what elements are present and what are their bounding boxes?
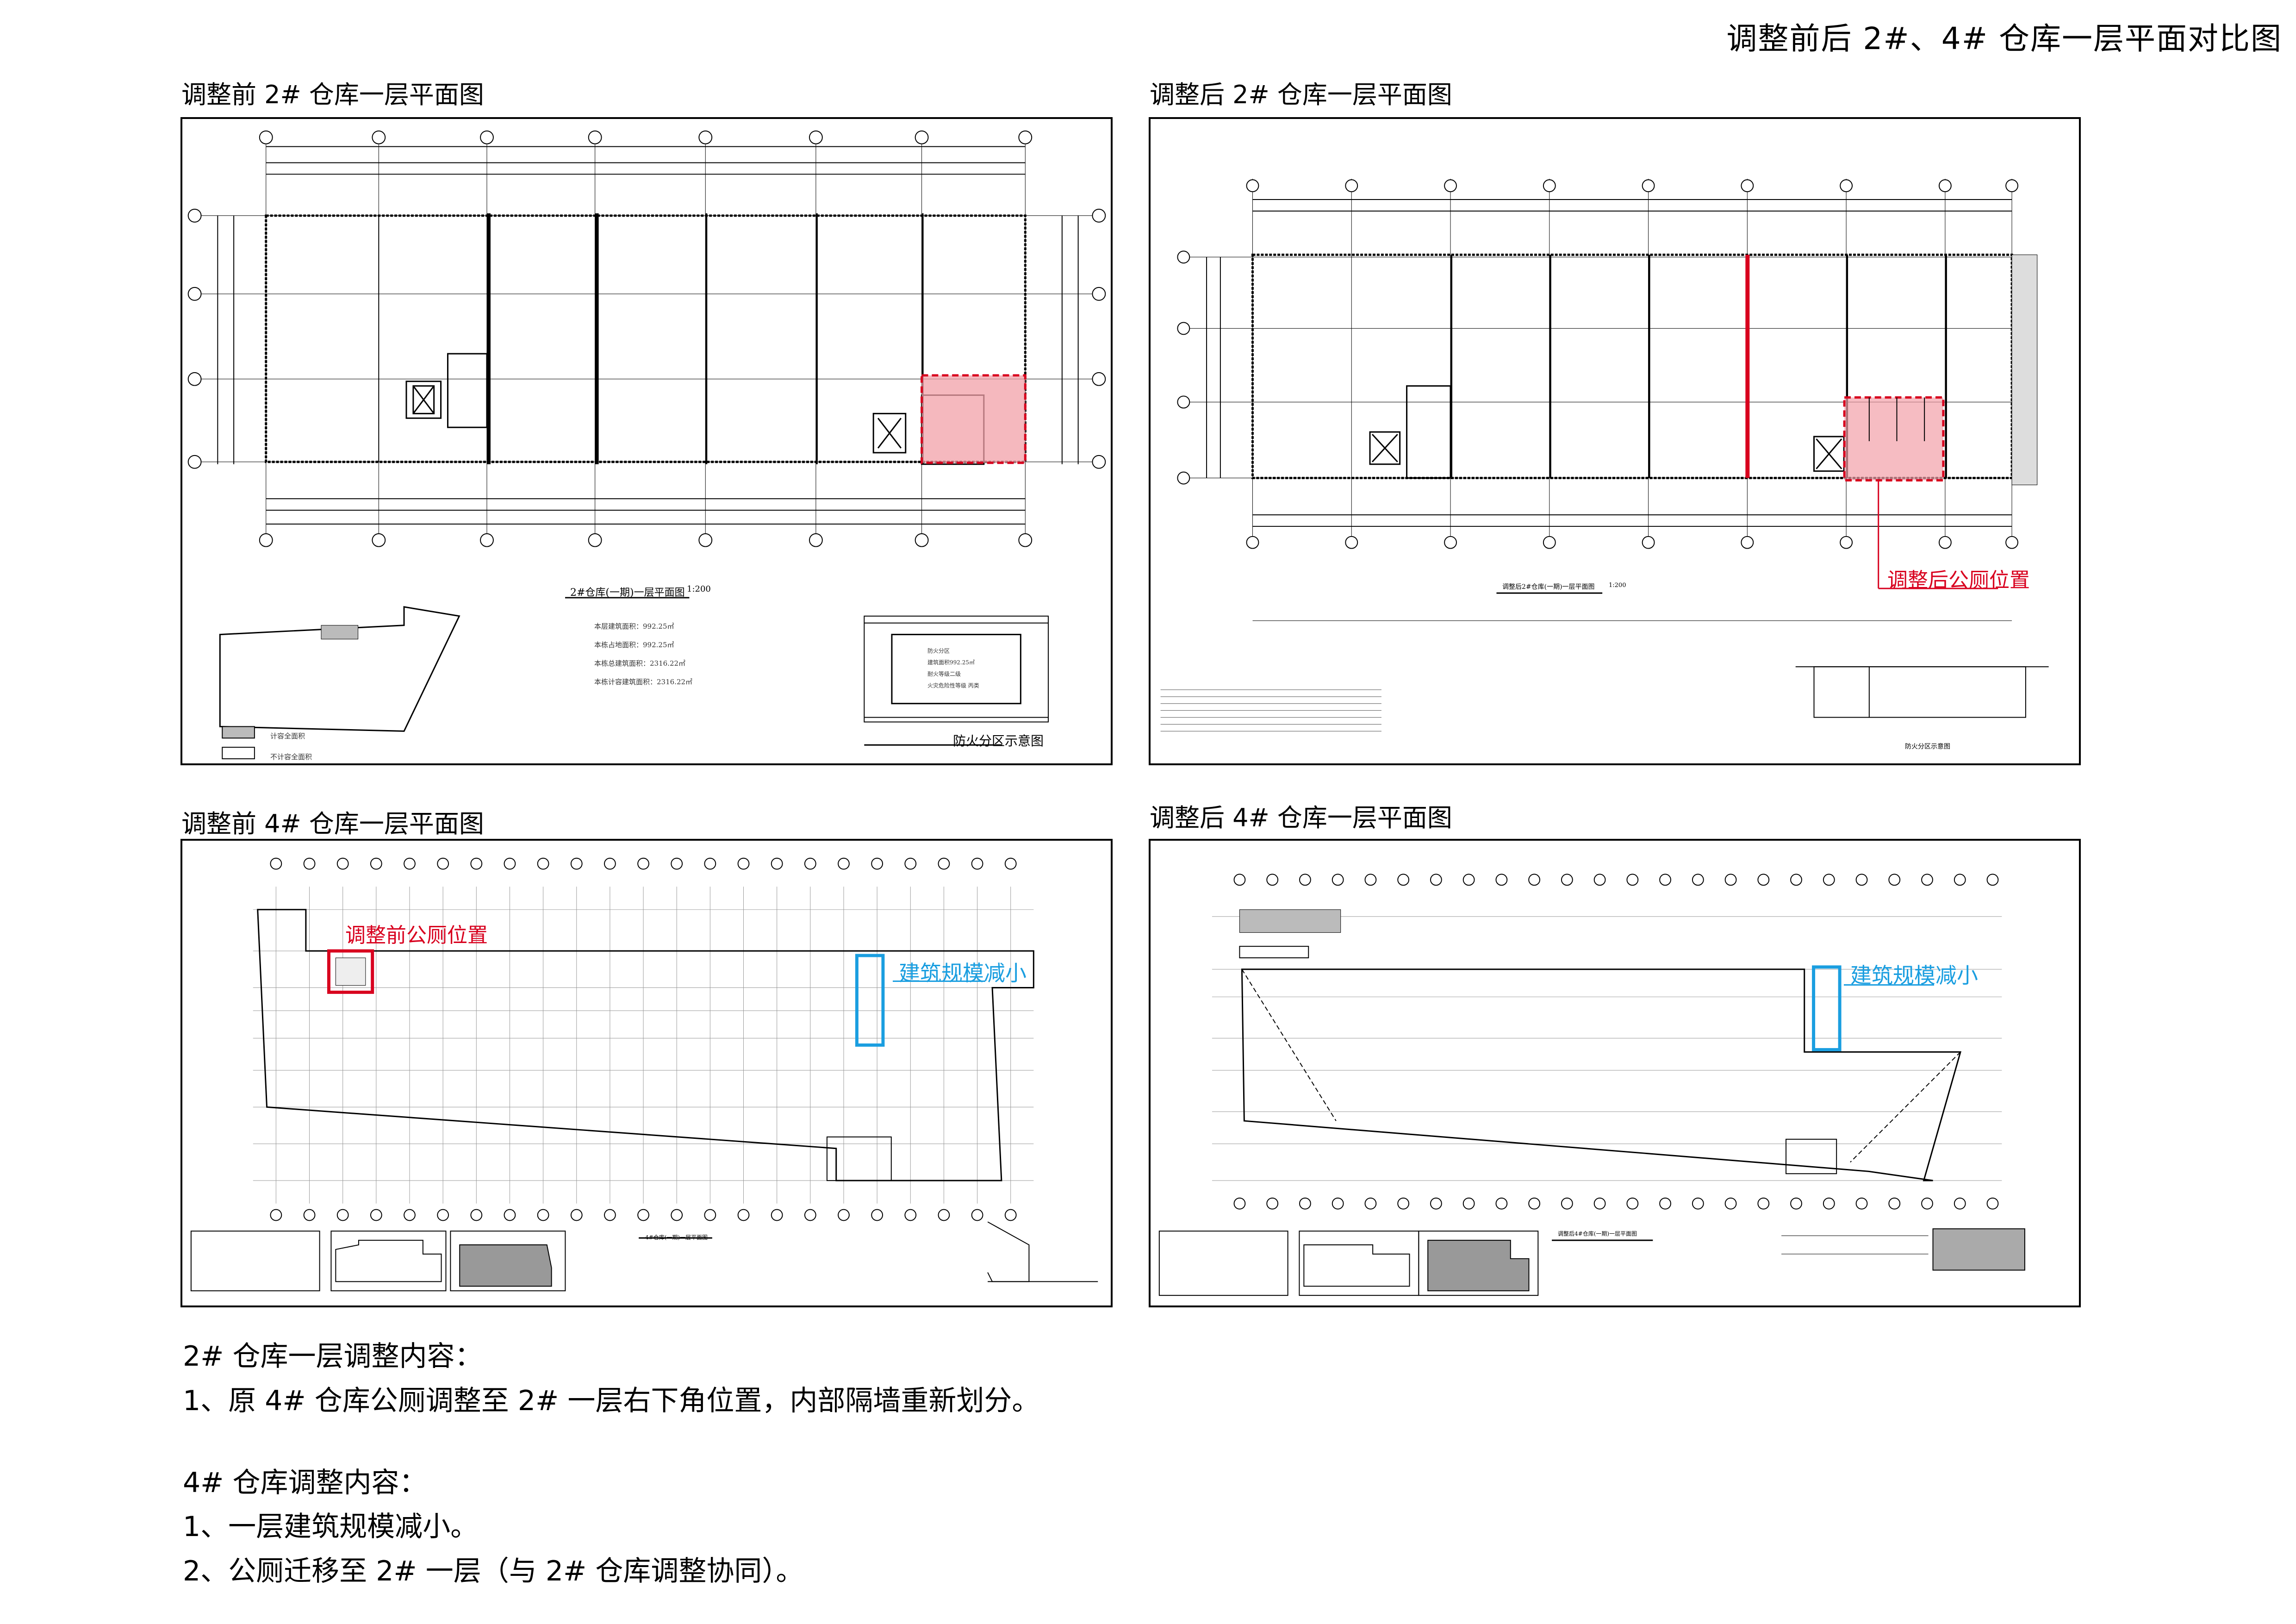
caption-after-2: 调整后 2# 仓库一层平面图 xyxy=(1150,80,1452,109)
area-line: 本层建筑面积：992.25㎡ xyxy=(594,622,674,631)
plan-after-2-drawing xyxy=(1160,179,2049,731)
annotation-scale-reduced: 建筑规模减小 xyxy=(899,961,1027,986)
fire-zone-line: 火灾危险性等级 丙类 xyxy=(927,682,979,689)
fire-zone-title: 防火分区示意图 xyxy=(953,733,1044,749)
plan-before-4-frame: 4#仓库(一期)一层平面图 调整前公厕位置 建筑规模减小 xyxy=(180,839,1113,1307)
caption-after-4: 调整后 4# 仓库一层平面图 xyxy=(1150,803,1452,832)
annotation-toilet-before: 调整前公厕位置 xyxy=(345,924,488,947)
legend-label: 不计容全面积 xyxy=(270,753,312,761)
fire-zone-line: 耐火等级二级 xyxy=(927,671,961,677)
area-line: 本栋占地面积：992.25㎡ xyxy=(594,641,674,649)
legend-label: 计容全面积 xyxy=(270,732,305,740)
annotation-underline xyxy=(1844,984,1934,986)
plan-after-4-drawing xyxy=(1158,874,2025,1296)
fire-zone-title: 防火分区示意图 xyxy=(1905,743,1950,750)
area-line: 本栋总建筑面积：2316.22㎡ xyxy=(594,659,686,668)
drawing-scale: 1:200 xyxy=(1609,582,1626,589)
caption-before-4: 调整前 4# 仓库一层平面图 xyxy=(181,809,484,838)
annotation-scale-reduced: 建筑规模减小 xyxy=(1850,963,1978,988)
desc-item-4-1: 1、一层建筑规模减小。 xyxy=(183,1511,479,1543)
plan-before-2-drawing xyxy=(187,130,1106,760)
desc-item-2-1: 1、原 4# 仓库公厕调整至 2# 一层右下角位置，内部隔墙重新划分。 xyxy=(183,1385,1040,1417)
drawing-title: 2#仓库(一期)一层平面图 xyxy=(570,587,685,599)
desc-item-4-2: 2、公厕迁移至 2# 一层（与 2# 仓库调整协同）。 xyxy=(183,1555,804,1587)
drawing-title: 调整后4#仓库(一期)一层平面图 xyxy=(1558,1230,1637,1237)
caption-before-2: 调整前 2# 仓库一层平面图 xyxy=(181,80,484,109)
desc-heading-4: 4# 仓库调整内容： xyxy=(183,1467,427,1499)
plan-before-2-frame: 2#仓库(一期)一层平面图 1:200 本层建筑面积：992.25㎡ 本栋占地面… xyxy=(180,117,1113,765)
plan-after-2-frame: 调整后2#仓库(一期)一层平面图 1:200 防火分区示意图 调整后公厕位置 xyxy=(1149,117,2081,765)
fire-zone-line: 建筑面积992.25㎡ xyxy=(927,659,975,666)
plan-after-4-frame: 调整后4#仓库(一期)一层平面图 建筑规模减小 xyxy=(1149,839,2081,1307)
plan-before-4-drawing xyxy=(190,857,1098,1292)
annotation-underline xyxy=(893,981,985,982)
desc-heading-2: 2# 仓库一层调整内容： xyxy=(183,1340,483,1373)
fire-zone-line: 防火分区 xyxy=(927,648,950,654)
page-title: 调整前后 2#、4# 仓库一层平面对比图 xyxy=(1726,21,2282,56)
drawing-title: 调整后2#仓库(一期)一层平面图 xyxy=(1502,583,1595,591)
drawing-scale: 1:200 xyxy=(687,584,711,594)
area-line: 本栋计容建筑面积：2316.22㎡ xyxy=(594,678,693,686)
drawing-title: 4#仓库(一期)一层平面图 xyxy=(645,1234,708,1241)
annotation-toilet-after: 调整后公厕位置 xyxy=(1887,568,2030,592)
